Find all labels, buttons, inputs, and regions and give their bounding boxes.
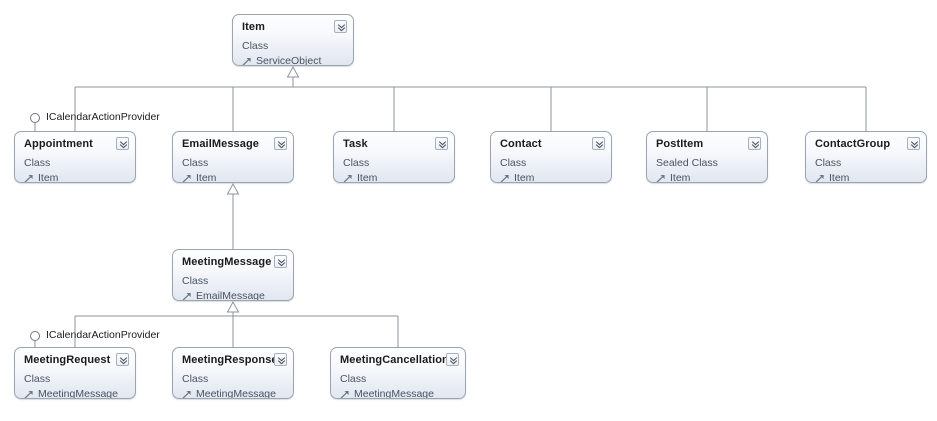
class-kind: Class <box>242 40 269 52</box>
class-base-row: Item <box>173 170 293 183</box>
inherits-arrow-icon <box>500 174 510 182</box>
chevron-double-down-icon[interactable] <box>435 137 448 150</box>
class-base-name: EmailMessage <box>196 290 265 301</box>
class-base-row: Item <box>491 170 611 183</box>
inheritance-arrowhead <box>226 300 240 313</box>
class-kind: Class <box>24 373 51 385</box>
chevron-double-down-icon[interactable] <box>116 137 129 150</box>
class-base-row: Item <box>15 170 135 183</box>
class-name: ContactGroup <box>815 138 891 150</box>
class-name: Task <box>343 138 368 150</box>
chevron-double-down-icon[interactable] <box>334 20 347 33</box>
chevron-double-down-icon[interactable] <box>592 137 605 150</box>
class-header: PostItem <box>647 132 767 156</box>
interface-circle-icon <box>30 113 40 123</box>
class-base-name: MeetingMessage <box>196 388 276 399</box>
chevron-double-down-icon[interactable] <box>274 255 287 268</box>
chevron-double-down-icon[interactable] <box>116 353 129 366</box>
inherits-arrow-icon <box>343 174 353 182</box>
class-base-name: Item <box>357 172 378 183</box>
interface-label: ICalendarActionProvider <box>46 329 160 341</box>
class-name: MeetingCancellation <box>340 354 449 366</box>
class-base-name: Item <box>38 172 59 183</box>
class-kind: Class <box>500 157 527 169</box>
class-base-name: Item <box>670 172 691 183</box>
class-base-row: MeetingMessage <box>15 386 135 399</box>
class-base-row: MeetingMessage <box>173 386 293 399</box>
inherits-arrow-icon <box>340 390 350 398</box>
class-kind: Sealed Class <box>656 157 718 169</box>
chevron-double-down-icon[interactable] <box>274 137 287 150</box>
chevron-double-down-icon[interactable] <box>274 353 287 366</box>
class-header: Contact <box>491 132 611 156</box>
class-kind: Class <box>182 157 209 169</box>
inheritance-connector-to-item <box>74 65 867 131</box>
class-header: Task <box>334 132 454 156</box>
inherits-arrow-icon <box>656 174 666 182</box>
class-header: MeetingRequest <box>15 348 135 372</box>
class-header: MeetingResponse <box>173 348 293 372</box>
class-header: MeetingCancellation <box>331 348 465 372</box>
class-base-row: Item <box>806 170 926 183</box>
chevron-double-down-icon[interactable] <box>907 137 920 150</box>
inheritance-connector-to-emailmessage <box>226 182 240 249</box>
class-header: Item <box>233 15 353 39</box>
chevron-double-down-icon[interactable] <box>446 353 459 366</box>
chevron-double-down-icon[interactable] <box>748 137 761 150</box>
interface-circle-icon <box>30 331 40 341</box>
interface-label: ICalendarActionProvider <box>46 111 160 123</box>
class-name: Item <box>242 21 266 33</box>
class-base-row: EmailMessage <box>173 288 293 301</box>
inherits-arrow-icon <box>815 174 825 182</box>
inherits-arrow-icon <box>182 292 192 300</box>
class-kind: Class <box>815 157 842 169</box>
class-name: Appointment <box>24 138 93 150</box>
class-kind: Class <box>182 275 209 287</box>
class-base-name: MeetingMessage <box>354 388 434 399</box>
class-name: Contact <box>500 138 542 150</box>
class-kind: Class <box>24 157 51 169</box>
class-kind: Class <box>340 373 367 385</box>
class-kind: Class <box>182 373 209 385</box>
class-header: Appointment <box>15 132 135 156</box>
inherits-arrow-icon <box>182 174 192 182</box>
class-name: EmailMessage <box>182 138 260 150</box>
class-kind: Class <box>343 157 370 169</box>
class-base-name: MeetingMessage <box>38 388 118 399</box>
class-base-name: ServiceObject <box>256 55 322 66</box>
class-name: MeetingMessage <box>182 256 272 268</box>
class-name: MeetingRequest <box>24 354 111 366</box>
class-base-row: MeetingMessage <box>331 386 465 399</box>
class-header: ContactGroup <box>806 132 926 156</box>
inherits-arrow-icon <box>182 390 192 398</box>
class-base-row: Item <box>334 170 454 183</box>
class-header: MeetingMessage <box>173 250 293 274</box>
class-base-row: ServiceObject <box>233 53 353 66</box>
class-name: MeetingResponse <box>182 354 278 366</box>
inheritance-arrowhead <box>226 182 240 195</box>
inherits-arrow-icon <box>242 57 252 65</box>
inherits-arrow-icon <box>24 174 34 182</box>
class-base-name: Item <box>514 172 535 183</box>
inheritance-arrowhead <box>286 65 300 78</box>
class-base-name: Item <box>829 172 850 183</box>
class-header: EmailMessage <box>173 132 293 156</box>
inherits-arrow-icon <box>24 390 34 398</box>
class-base-name: Item <box>196 172 217 183</box>
class-base-row: Item <box>647 170 767 183</box>
class-name: PostItem <box>656 138 704 150</box>
